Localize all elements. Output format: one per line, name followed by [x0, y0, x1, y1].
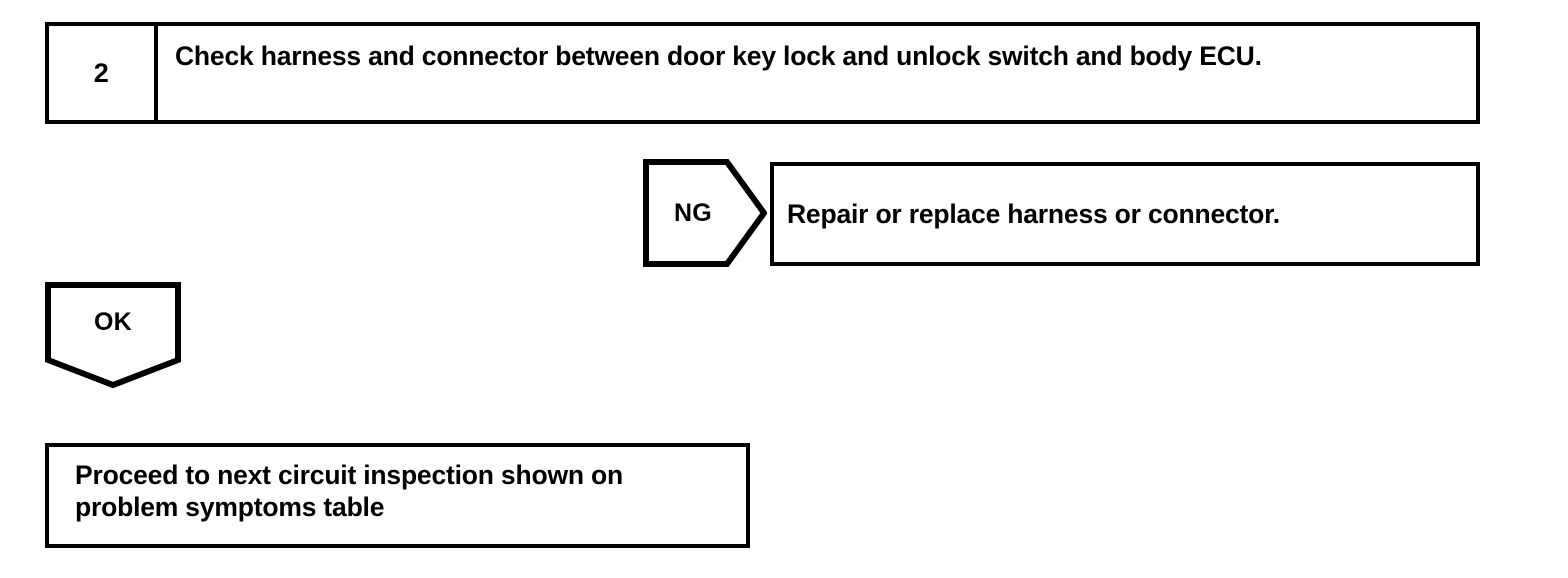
ng-branch-label: NG — [673, 198, 713, 227]
ok-branch-label: OK — [93, 307, 133, 336]
step-instruction-text: Check harness and connector between door… — [175, 41, 1262, 71]
ng-result-box: Repair or replace harness or connector. — [770, 162, 1480, 266]
ng-result-text: Repair or replace harness or connector. — [787, 199, 1280, 229]
step-instruction-cell: Check harness and connector between door… — [162, 26, 1476, 120]
step-number: 2 — [93, 57, 110, 88]
ok-branch-arrow: OK — [45, 282, 181, 389]
outcome-box: Proceed to next circuit inspection shown… — [45, 443, 750, 548]
step-box: 2 Check harness and connector between do… — [45, 22, 1480, 124]
step-number-cell: 2 — [49, 26, 158, 120]
outcome-text: Proceed to next circuit inspection shown… — [75, 460, 623, 522]
ng-branch-arrow: NG — [643, 159, 767, 267]
ok-arrow-shape — [45, 282, 181, 389]
ng-arrow-shape — [643, 159, 767, 267]
